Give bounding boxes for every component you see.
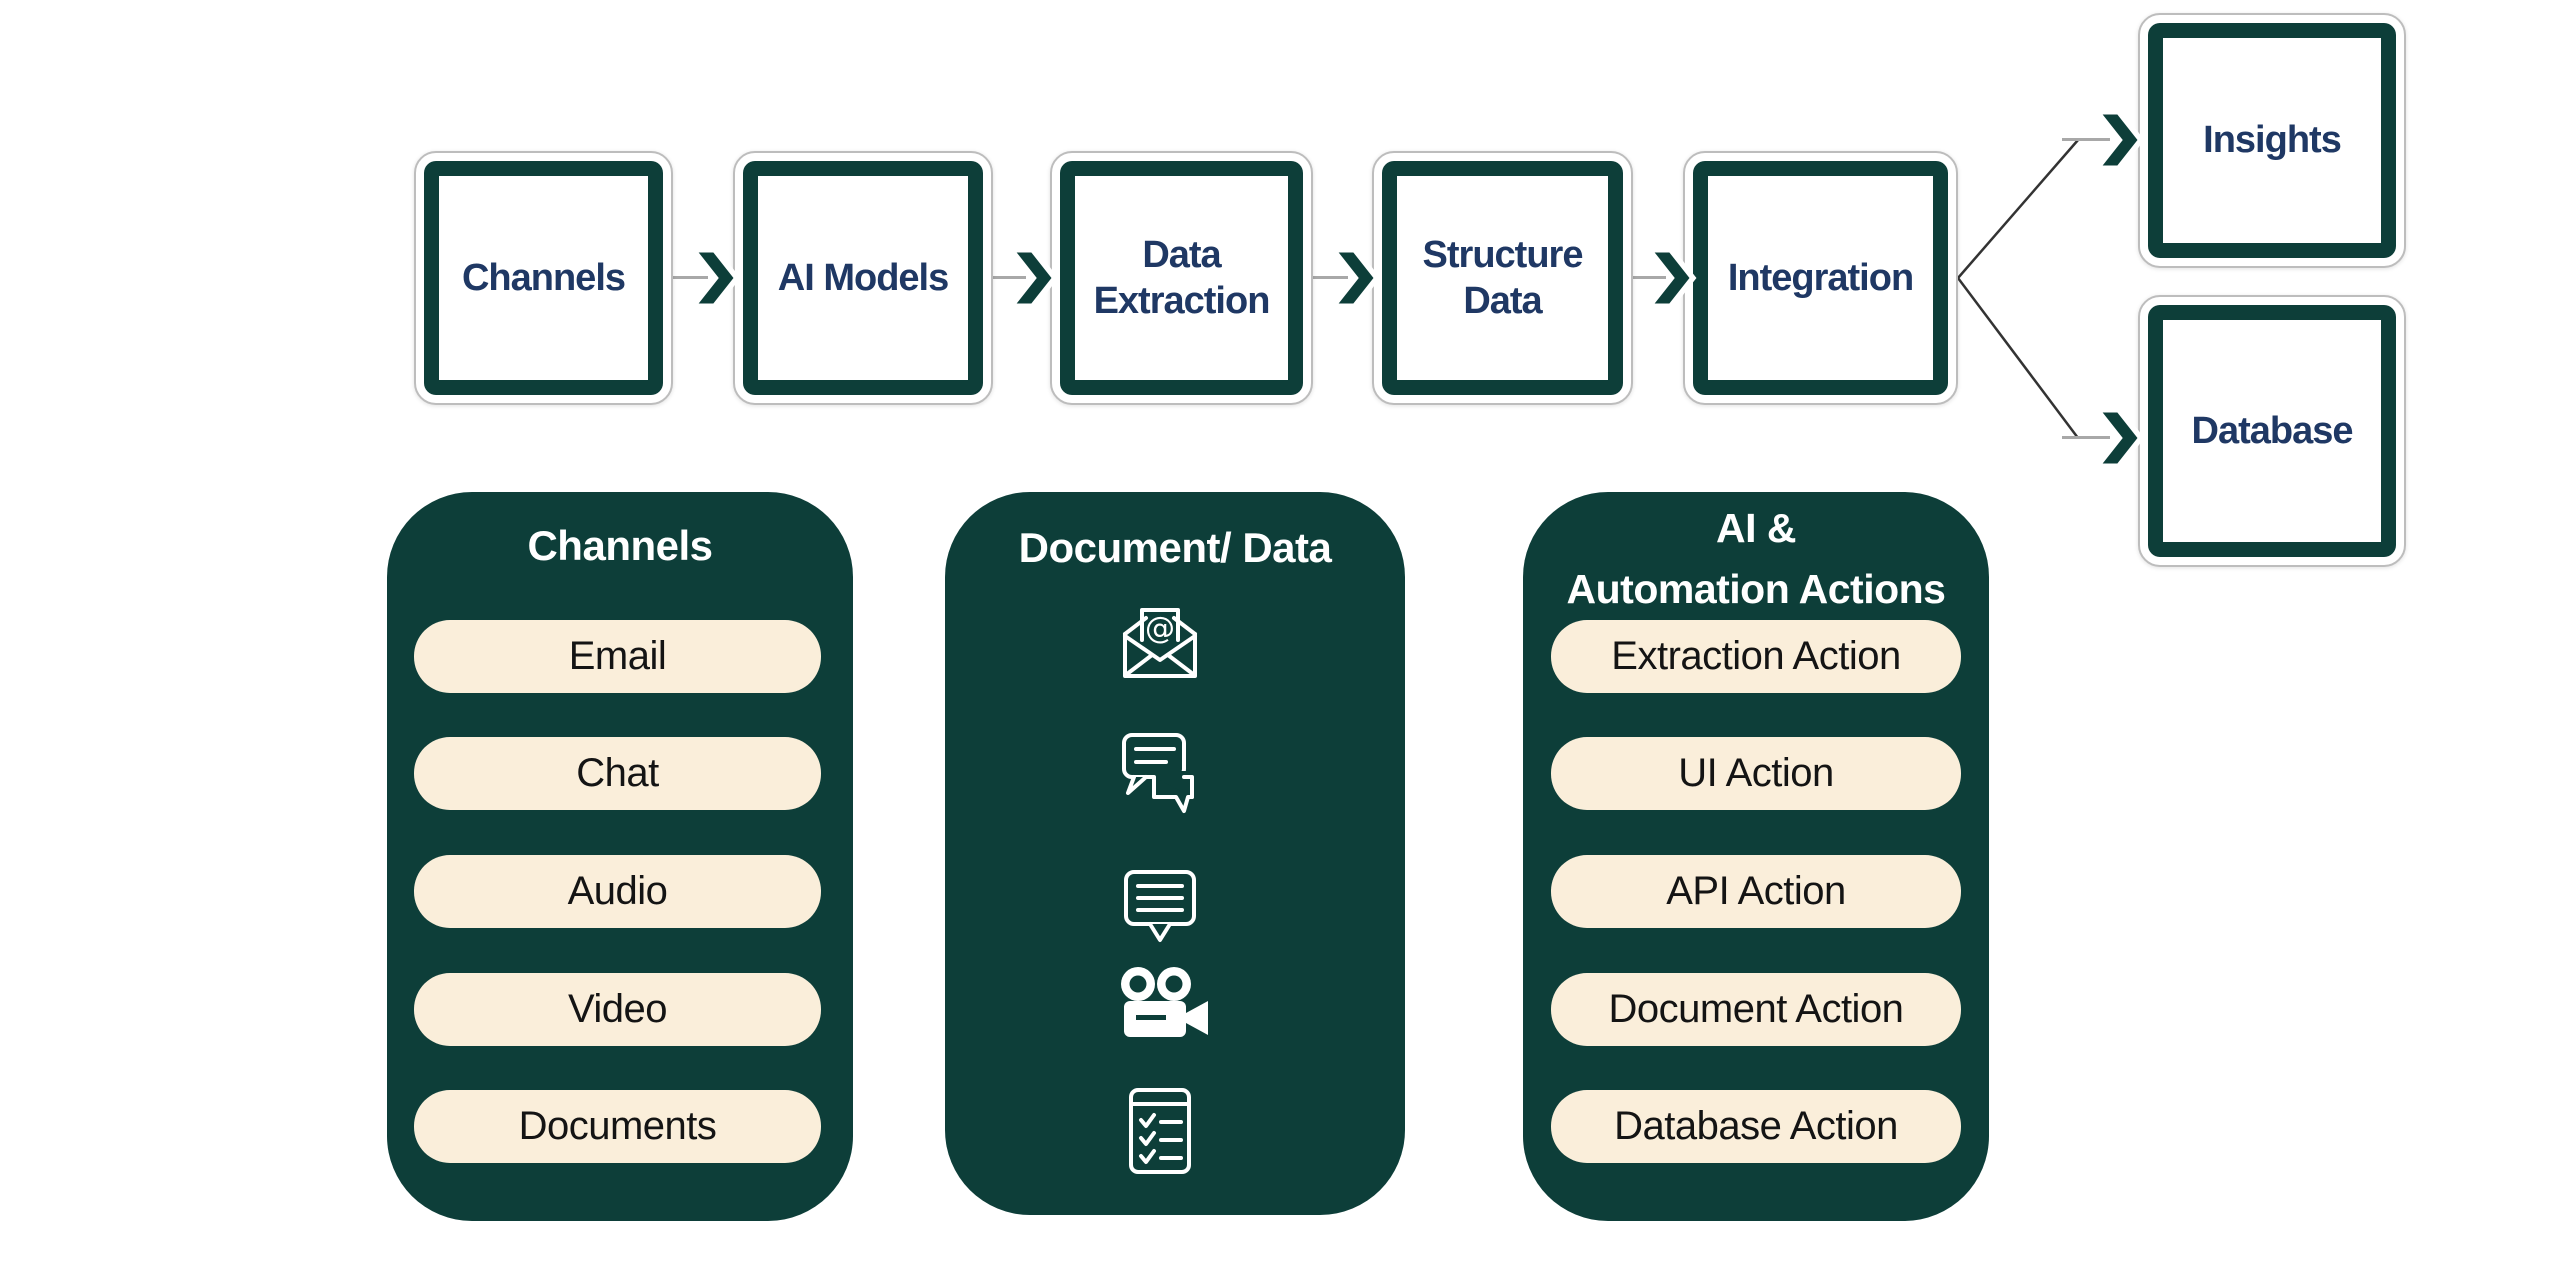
connector-line [1298, 276, 1348, 279]
flow-box-label: Integration [1727, 256, 1914, 299]
panel-document-data-title: Document/ Data [1018, 524, 1332, 571]
channel-item-email: Email [414, 620, 821, 693]
flow-box-label: Database [2191, 409, 2354, 452]
channel-item-chat: Chat [414, 737, 821, 810]
connector-line [2062, 138, 2110, 141]
flow-box-label: Channels [461, 256, 626, 299]
message-bubble-icon [1116, 864, 1204, 944]
connector-line [2062, 436, 2110, 439]
arrow-chevron-icon [2098, 106, 2145, 174]
arrow-chevron-icon [2098, 404, 2145, 472]
video-camera-icon [1106, 963, 1214, 1047]
arrow-chevron-icon [694, 244, 741, 312]
panel-channels-title: Channels [527, 522, 713, 569]
channel-item-audio: Audio [414, 855, 821, 928]
chat-bubbles-icon [1112, 727, 1208, 815]
flow-box-label: Insights [2203, 119, 2342, 162]
flow-box-label: AI Models [777, 256, 949, 299]
arrow-chevron-icon [1334, 244, 1381, 312]
connector-line [1616, 276, 1666, 279]
arrow-chevron-icon [1012, 244, 1059, 312]
flow-box-insights: Insights [2138, 13, 2406, 268]
action-item-extraction: Extraction Action [1551, 620, 1961, 693]
open-email-icon: @ [1110, 598, 1210, 682]
action-item-ui: UI Action [1551, 737, 1961, 810]
panel-ai-automation-title: AI & Automation Actions [1523, 498, 1989, 620]
panel-title-line2: Automation Actions [1566, 566, 1946, 612]
flow-box-data-extraction: Data Extraction [1050, 151, 1313, 405]
svg-text:@: @ [1145, 611, 1175, 646]
action-item-database: Database Action [1551, 1090, 1961, 1163]
panel-title-line1: AI & [1716, 505, 1797, 551]
panel-document-data [945, 492, 1405, 1215]
flow-box-label: Data Extraction [1093, 233, 1271, 322]
flow-box-ai-models: AI Models [733, 151, 993, 405]
connector-line [660, 276, 708, 279]
flow-box-channels: Channels [414, 151, 673, 405]
flow-box-structure-data: Structure Data [1372, 151, 1633, 405]
connector-line [978, 276, 1026, 279]
channel-item-video: Video [414, 973, 821, 1046]
flow-box-integration: Integration [1683, 151, 1958, 405]
flow-box-label: Structure Data [1422, 233, 1584, 322]
flow-box-database: Database [2138, 295, 2406, 567]
action-item-document: Document Action [1551, 973, 1961, 1046]
channel-item-documents: Documents [414, 1090, 821, 1163]
arrow-chevron-icon [1650, 244, 1697, 312]
action-item-api: API Action [1551, 855, 1961, 928]
checklist-icon [1121, 1084, 1199, 1178]
